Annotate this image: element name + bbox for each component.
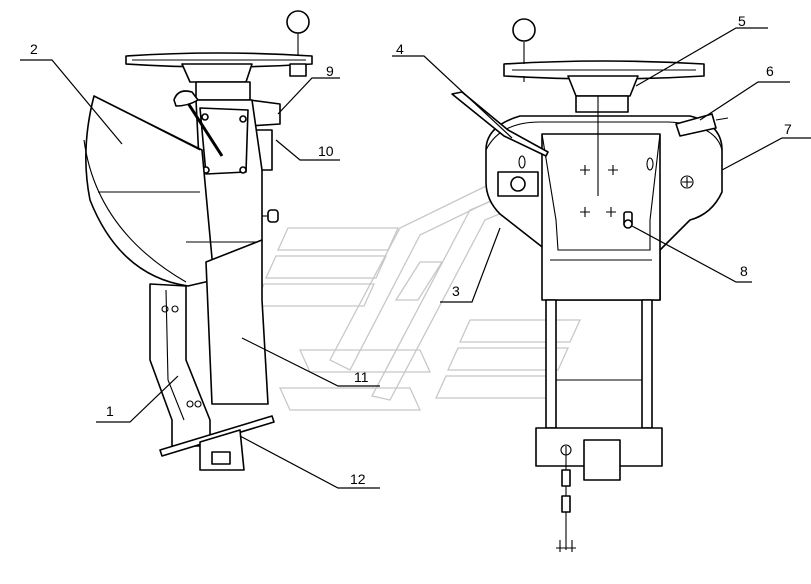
column-cap-front: [575, 95, 629, 113]
lever-side: [173, 90, 224, 157]
bolt: [239, 166, 247, 174]
column-cap-side: [195, 81, 251, 101]
front-leg-right: [641, 299, 653, 429]
callout-8: 8: [740, 263, 748, 279]
screw-marks: [580, 165, 694, 217]
gauge-icon: [510, 176, 526, 192]
leader-lines: [20, 27, 811, 489]
callout-2: 2: [30, 41, 38, 57]
callout-5: 5: [738, 13, 746, 29]
inner-panel: [541, 133, 661, 301]
bolt: [201, 113, 209, 121]
callout-7: 7: [784, 121, 792, 137]
knob-part-8: [623, 211, 633, 229]
callout-6: 6: [766, 63, 774, 79]
bolt: [239, 115, 247, 123]
callout-11: 11: [354, 369, 369, 385]
base-block: [199, 429, 245, 471]
base-plate-part-12: [159, 415, 275, 457]
base-slot: [211, 451, 231, 465]
side-view: [83, 10, 313, 471]
callout-4: 4: [396, 41, 404, 57]
leg-bracket-part-1: [149, 283, 211, 447]
side-knob: [262, 209, 279, 223]
callout-1: 1: [106, 403, 114, 419]
pedal-linkage: [556, 444, 576, 552]
steering-wheel-front: [503, 18, 705, 97]
callout-3: 3: [452, 283, 460, 299]
front-view: [451, 18, 729, 552]
shell-edge: [83, 139, 187, 283]
callout-9: 9: [326, 63, 334, 79]
shell-part-2: [85, 95, 215, 287]
front-leg-left: [545, 299, 557, 429]
shell-edge: [93, 95, 201, 151]
callout-10: 10: [318, 143, 334, 159]
steering-wheel-side: [125, 10, 313, 83]
lower-column-part-11: [205, 239, 269, 405]
callout-12: 12: [350, 471, 366, 487]
callout-labels: 2 1 3 4 5 6 7 8 9 10 11 12: [30, 13, 792, 487]
connector-part-6: [675, 113, 729, 137]
front-base-block: [583, 439, 621, 481]
bolt-pair: [161, 305, 202, 408]
